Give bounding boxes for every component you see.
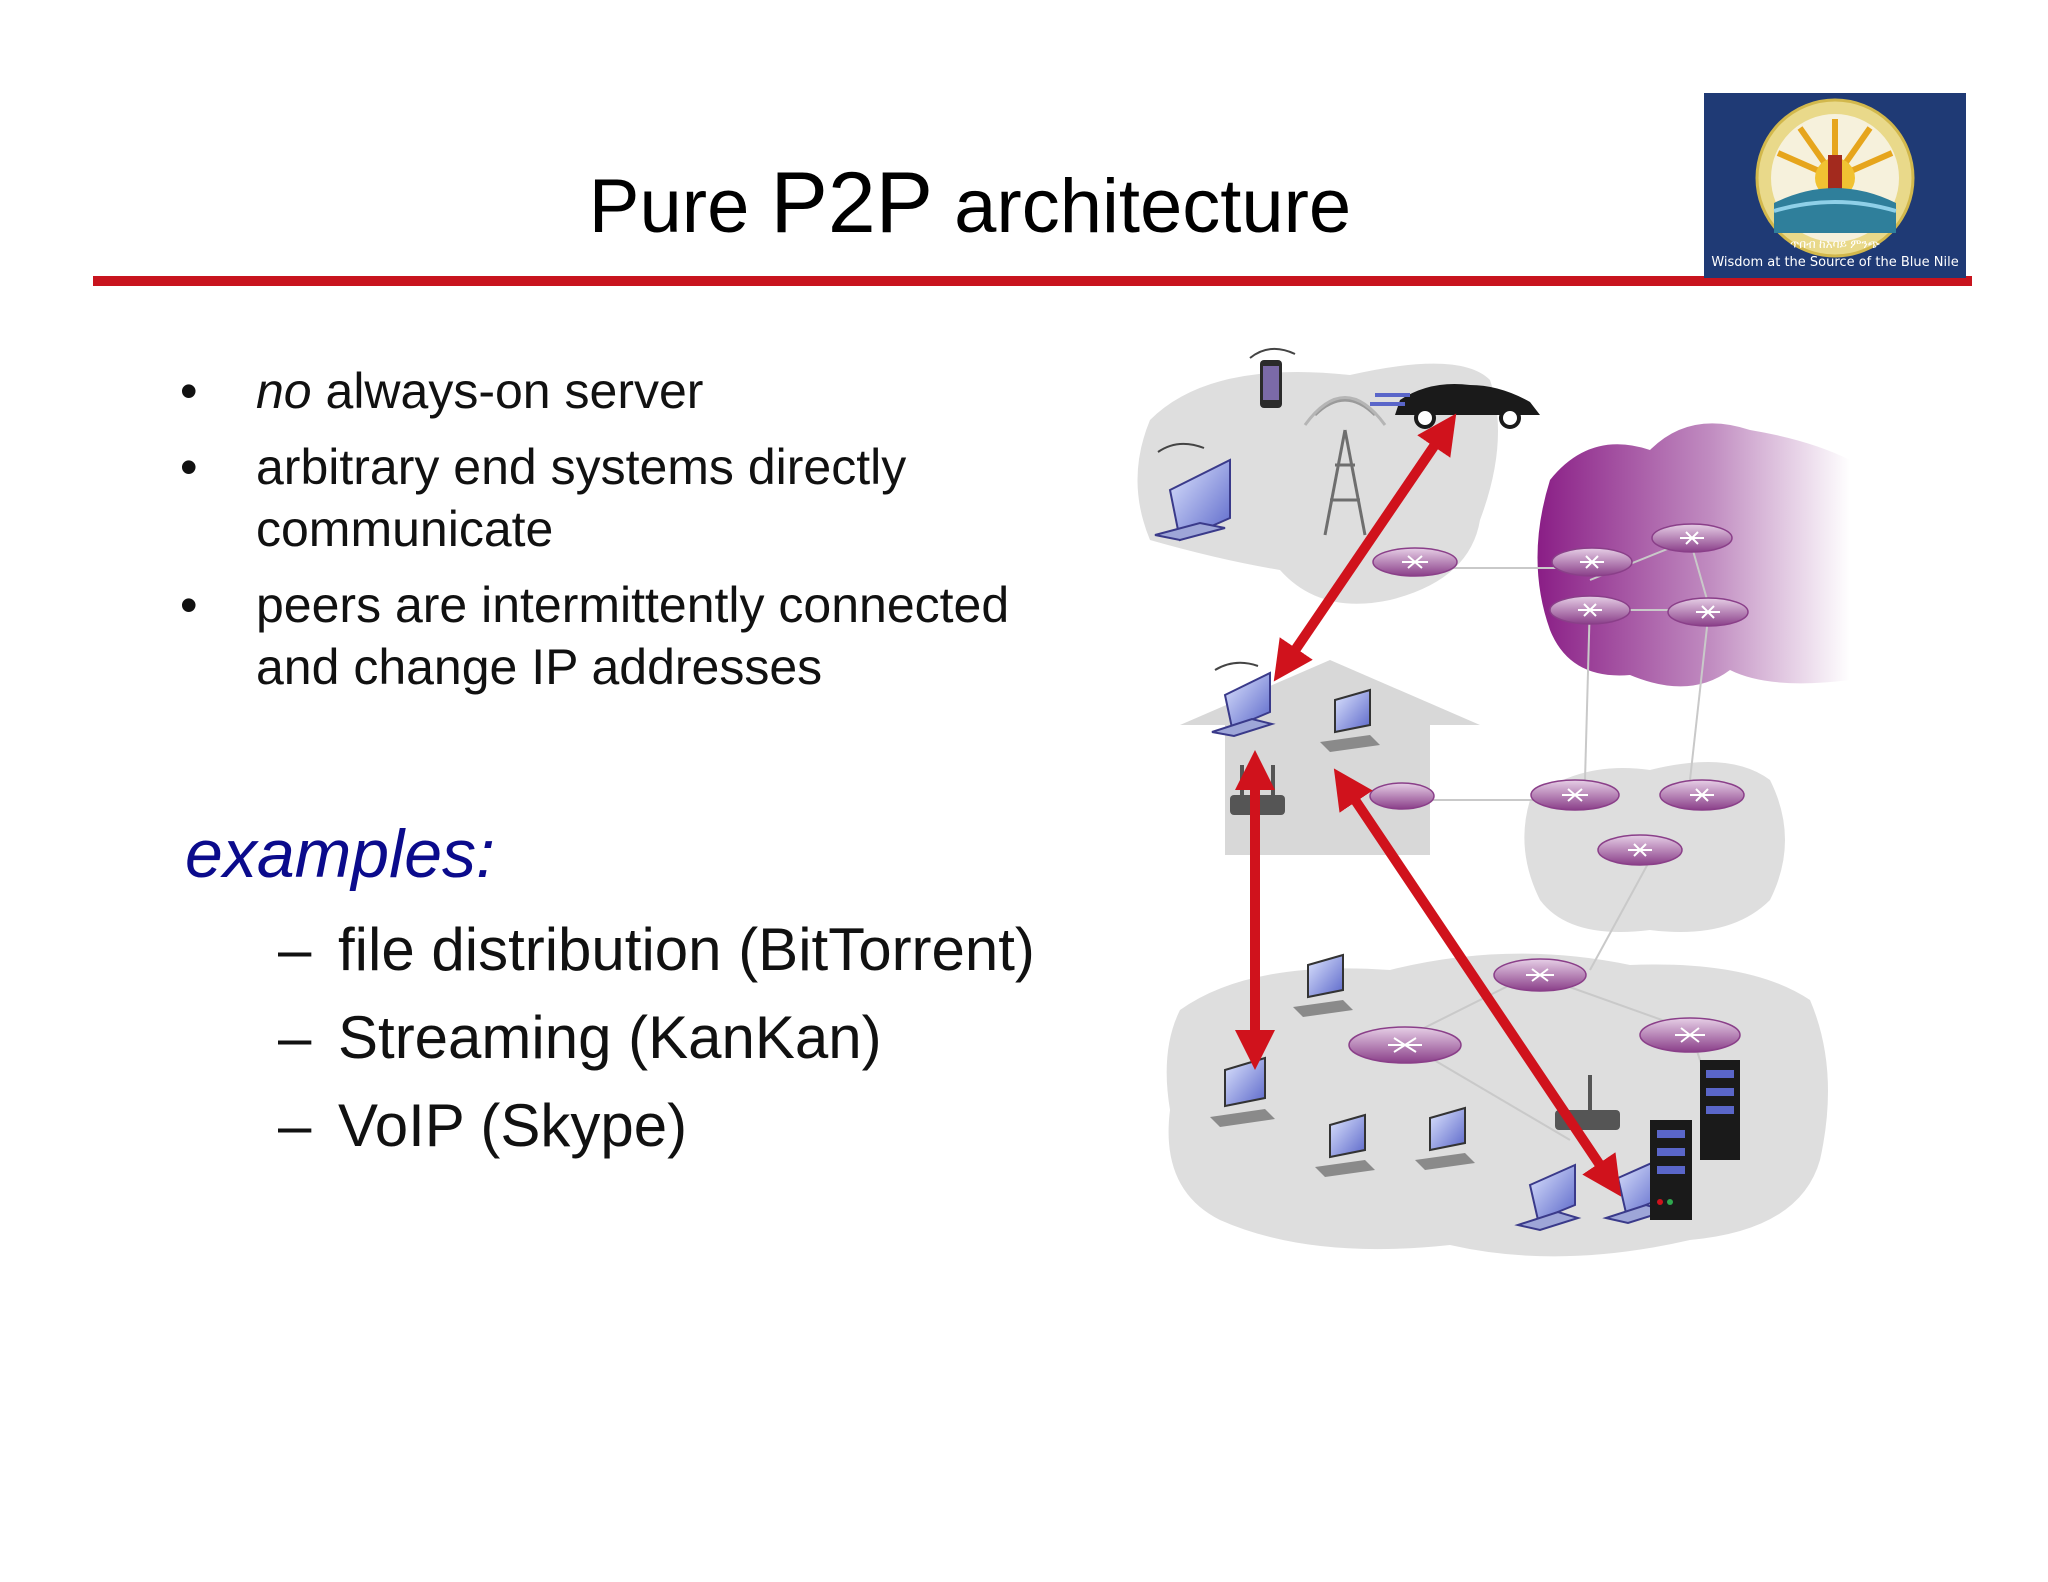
dash-marker: – <box>278 916 312 983</box>
bullet-dot: • <box>180 363 198 419</box>
university-logo: ጥበብ ከአባይ ምንጭ Wisdom at the Source of the… <box>1704 93 1966 278</box>
laptop-icon <box>1211 661 1276 738</box>
example-item: – VoIP (Skype) <box>278 1091 1058 1161</box>
example-text: file distribution (BitTorrent) <box>338 916 1035 983</box>
example-item: – file distribution (BitTorrent) <box>278 915 1058 985</box>
desktop-icon <box>1210 1056 1275 1127</box>
server-rack-icon <box>1650 1120 1692 1220</box>
example-text: VoIP (Skype) <box>338 1092 688 1159</box>
arrow-house-to-laptop <box>1333 768 1622 1197</box>
laptop-icon <box>1154 442 1231 542</box>
bullet-list: • no always-on server • arbitrary end sy… <box>180 360 1020 712</box>
p2p-network-diagram <box>1137 347 1850 1257</box>
router-icon <box>1369 782 1435 810</box>
router-icon <box>1639 1017 1741 1053</box>
bullet-dot: • <box>180 577 198 633</box>
bullet-emphasis: no <box>256 363 312 419</box>
router-icon <box>1651 523 1733 553</box>
bullet-item: • peers are intermittently connected and… <box>180 574 1020 698</box>
title-p2p: P2P <box>770 155 934 251</box>
house-icon <box>1180 660 1480 855</box>
title-prefix: Pure <box>588 164 771 249</box>
bullet-text: peers are intermittently connected and c… <box>256 577 1010 695</box>
sun-emblem-icon <box>1704 93 1966 278</box>
router-icon <box>1530 779 1620 811</box>
examples-list: – file distribution (BitTorrent) – Strea… <box>278 915 1058 1179</box>
dash-marker: – <box>278 1004 312 1071</box>
arrow-car-to-house-laptop <box>1273 413 1457 682</box>
router-icon <box>1667 597 1749 627</box>
bullet-dot: • <box>180 439 198 495</box>
router-icon <box>1551 547 1633 577</box>
router-icon <box>1597 834 1683 866</box>
examples-heading: examples: <box>185 816 495 892</box>
router-icon <box>1493 958 1587 992</box>
page-title: Pure P2P architecture <box>520 160 1420 246</box>
bullet-item: • arbitrary end systems directly communi… <box>180 436 1020 560</box>
bullet-item: • no always-on server <box>180 360 1020 422</box>
router-icon <box>1659 779 1745 811</box>
router-icon <box>1549 595 1631 625</box>
desktop-icon <box>1320 688 1380 752</box>
router-icon <box>1348 1026 1462 1064</box>
title-underline <box>93 276 1972 286</box>
dash-marker: – <box>278 1092 312 1159</box>
example-text: Streaming (KanKan) <box>338 1004 882 1071</box>
bullet-text: always-on server <box>311 363 704 419</box>
example-item: – Streaming (KanKan) <box>278 1003 1058 1073</box>
smartphone-icon <box>1249 347 1296 408</box>
logo-amharic-text: ጥበብ ከአባይ ምንጭ <box>1790 237 1880 251</box>
bullet-text: arbitrary end systems directly communica… <box>256 439 907 557</box>
title-suffix: architecture <box>933 164 1352 249</box>
logo-motto: Wisdom at the Source of the Blue Nile <box>1711 255 1959 270</box>
server-rack-icon <box>1700 1060 1740 1160</box>
peer-connection-arrows <box>1235 413 1622 1197</box>
router-icon <box>1372 547 1458 577</box>
